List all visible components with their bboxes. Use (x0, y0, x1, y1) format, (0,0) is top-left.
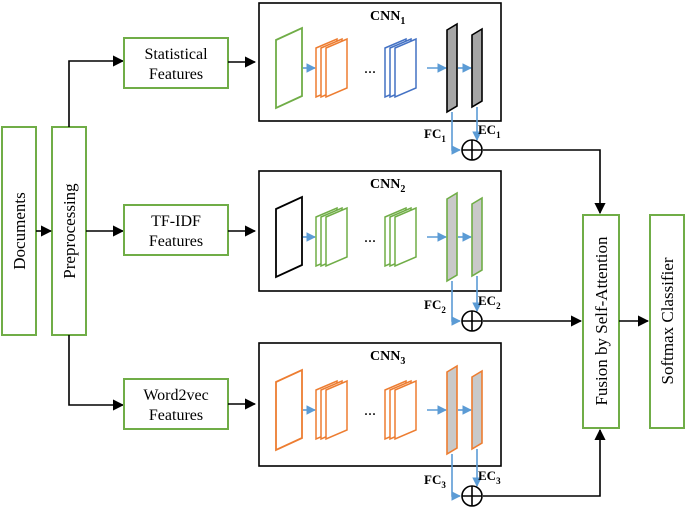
preprocessing-label: Preprocessing (60, 183, 79, 279)
feature-label-line1: Statistical (144, 46, 208, 63)
fc-label-text: FC (424, 297, 441, 312)
softmax-node: Softmax Classifier (649, 214, 685, 429)
conv-stack-2-layer (394, 379, 417, 441)
arrow-preprocessing-to-statistical (68, 55, 125, 127)
fc-label-subscript: 3 (441, 480, 446, 490)
arrow-ec3-to-fusion (483, 428, 606, 497)
cnn-title-text: CNN (370, 177, 400, 192)
ec-layer (471, 196, 483, 278)
feature-box (123, 37, 229, 89)
arrow-ec1-to-fusion (483, 149, 606, 215)
cnn-title: CNN3 (370, 349, 405, 367)
cnn-title-subscript: 1 (400, 16, 405, 27)
fusion-node: Fusion by Self-Attention (582, 214, 620, 429)
conv-stack-1-layer (325, 379, 348, 441)
feature-box (123, 204, 229, 256)
fc-label-subscript: 2 (441, 305, 446, 315)
conv-stack-1-layer (325, 206, 348, 268)
preprocessing-node: Preprocessing (51, 126, 87, 336)
cnn-title-text: CNN (370, 9, 400, 24)
fc-label: FC3 (424, 472, 446, 490)
arrow-fc-to-sum (451, 454, 461, 501)
cnn-title-subscript: 2 (400, 184, 405, 195)
ec-label: EC3 (478, 468, 501, 486)
cnn-title-text: CNN (370, 349, 400, 364)
ec-label-subscript: 1 (496, 130, 501, 140)
ec-label-text: EC (478, 122, 496, 137)
ec-layer (471, 27, 483, 109)
ec-label: EC1 (478, 122, 501, 140)
feature-label-line2: Features (149, 407, 203, 424)
arrow-preprocessing-to-word2vec (68, 335, 125, 411)
documents-node: Documents (1, 126, 37, 336)
fc-label: FC2 (424, 297, 446, 315)
ec-label-subscript: 2 (496, 301, 501, 311)
arrow-fc-to-sum (451, 281, 461, 326)
ec-label-text: EC (478, 293, 496, 308)
softmax-label: Softmax Classifier (658, 257, 677, 384)
conv-stack-2-layer (394, 37, 417, 99)
fc-layer (446, 22, 458, 114)
arrow-fc-to-sum (451, 112, 461, 155)
feature-label-line2: Features (149, 233, 203, 250)
fc-layer (446, 364, 458, 456)
conv-stack-1-layer (325, 37, 348, 99)
input-layer (275, 368, 303, 452)
fc-label-text: FC (424, 472, 441, 487)
cnn-title: CNN1 (370, 9, 405, 27)
cnn-title: CNN2 (370, 177, 405, 195)
ec-label-subscript: 3 (496, 476, 501, 486)
cnn-title-subscript: 3 (400, 356, 405, 367)
fc-label-subscript: 1 (441, 134, 446, 144)
ec-label: EC2 (478, 293, 501, 311)
ellipsis: ... (364, 229, 376, 246)
fc-label-text: FC (424, 126, 441, 141)
feature-label-line2: Features (149, 66, 203, 83)
documents-label: Documents (10, 192, 29, 269)
fc-label: FC1 (424, 126, 446, 144)
ec-label-text: EC (478, 468, 496, 483)
conv-stack-2-layer (394, 206, 417, 268)
input-layer (275, 26, 303, 110)
feature-label-line1: TF-IDF (151, 213, 201, 230)
fc-layer (446, 191, 458, 283)
feature-label-line1: Word2vec (143, 387, 208, 404)
input-layer (275, 195, 303, 279)
feature-box (123, 378, 229, 430)
ellipsis: ... (364, 402, 376, 419)
fusion-label: Fusion by Self-Attention (592, 236, 611, 406)
ellipsis: ... (364, 60, 376, 77)
ec-layer (471, 369, 483, 451)
